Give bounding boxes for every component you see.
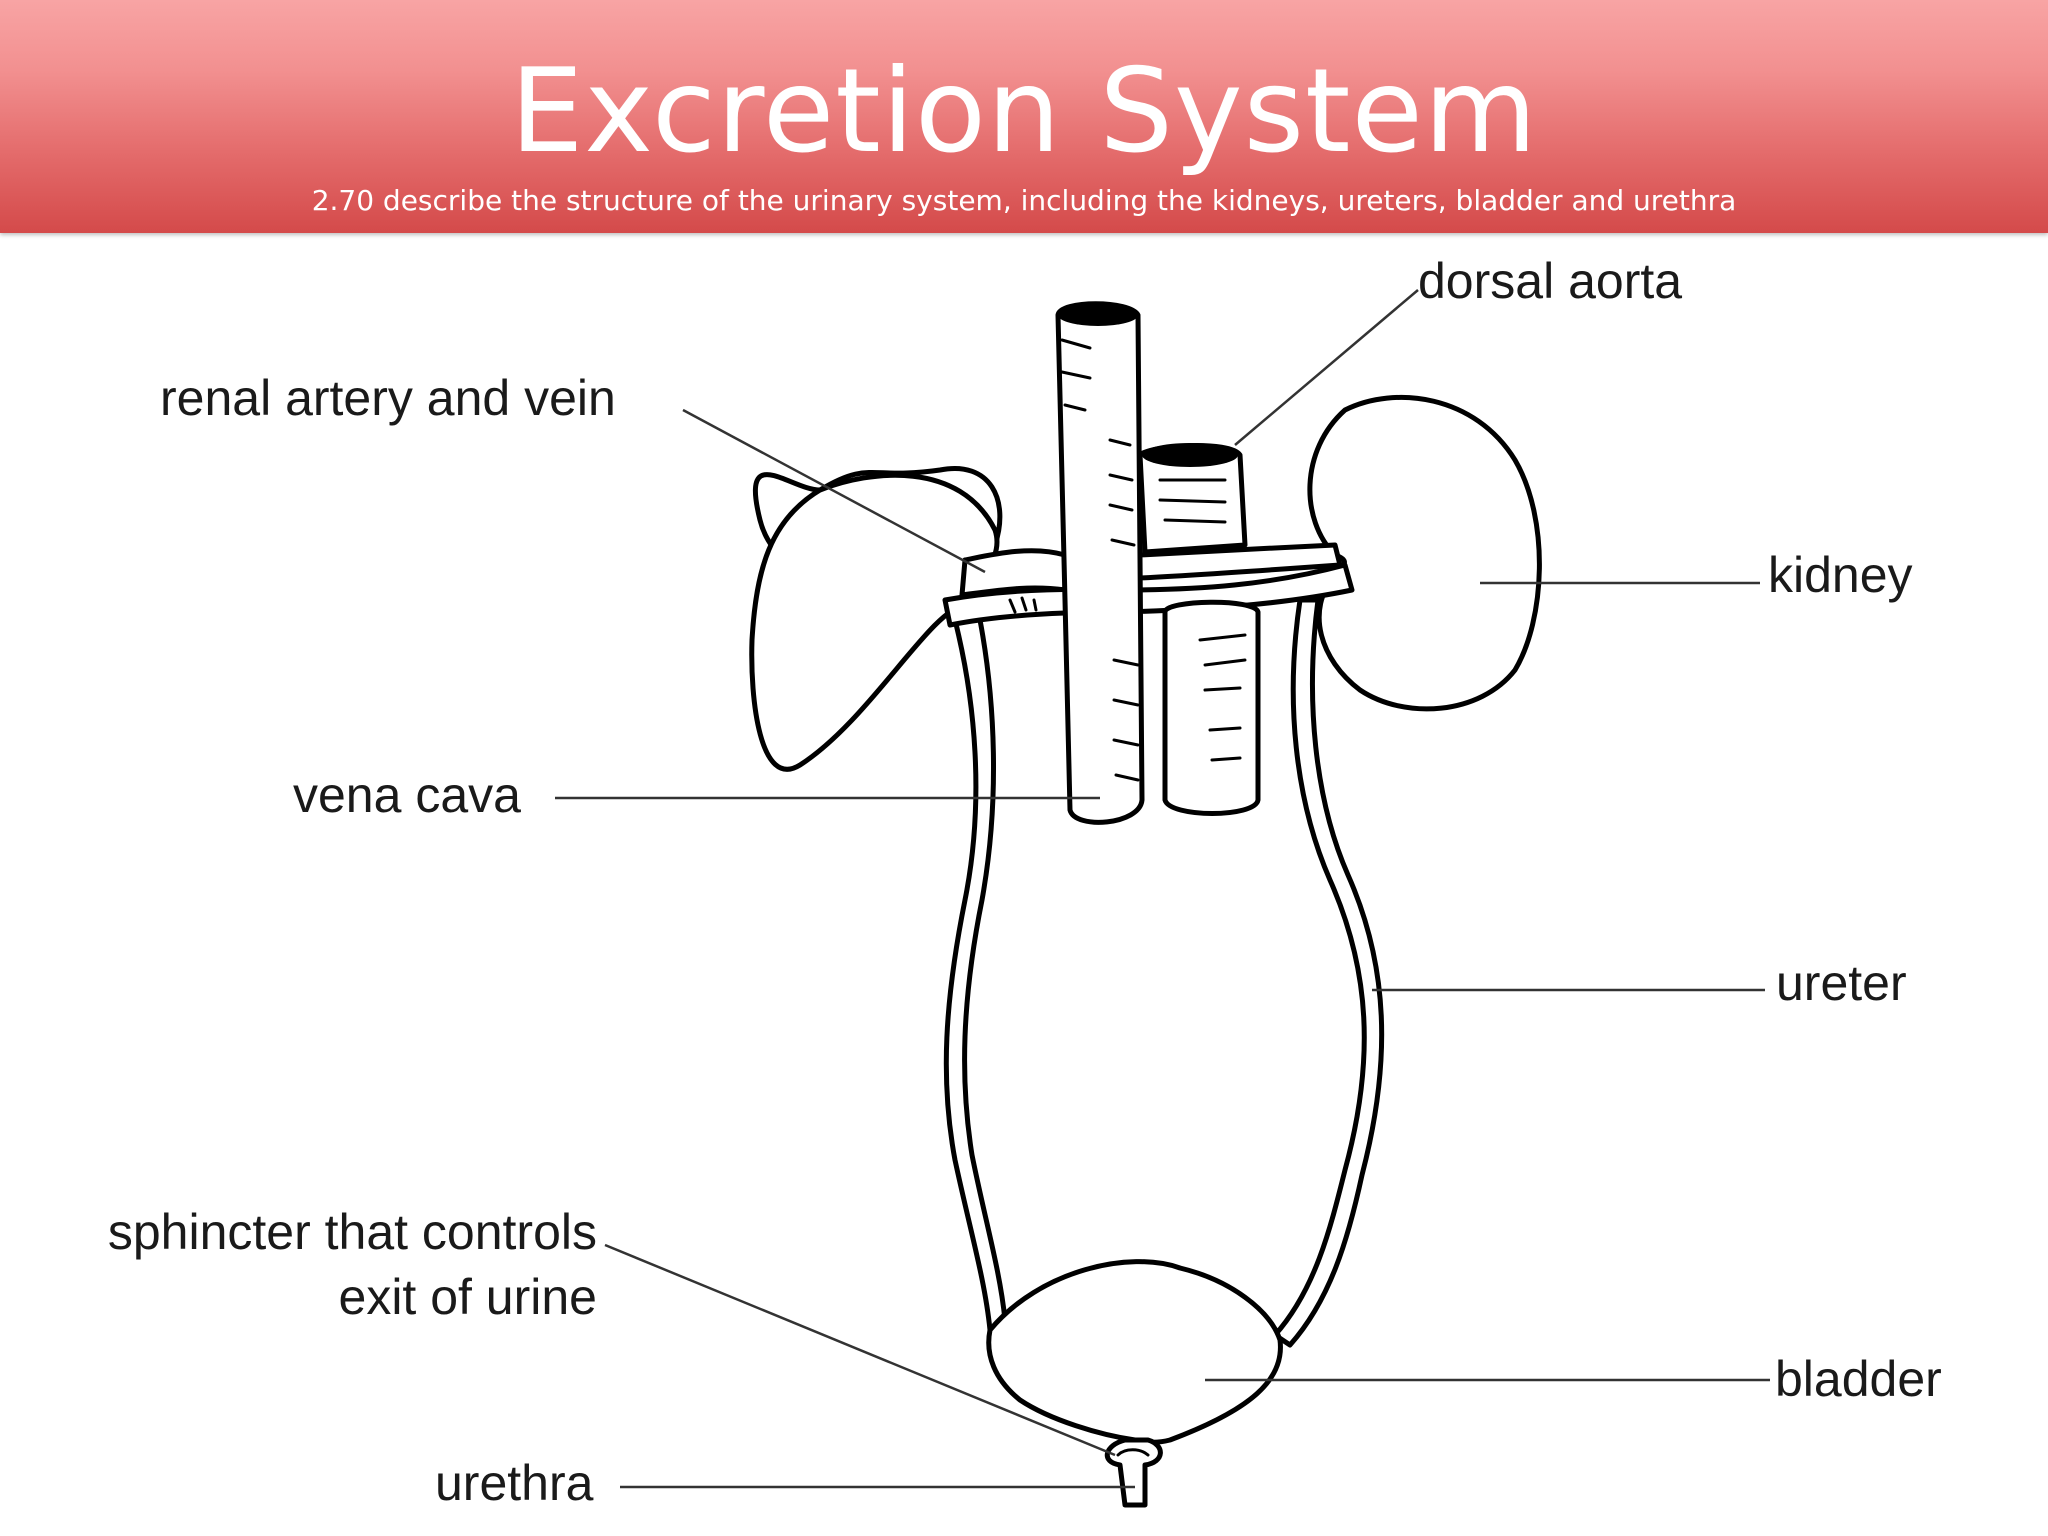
leader-renal-artery-vein bbox=[682, 408, 986, 574]
label-urethra: urethra bbox=[435, 1455, 594, 1511]
label-ureter: ureter bbox=[1776, 955, 1907, 1011]
label-bladder: bladder bbox=[1775, 1351, 1942, 1407]
left-ureter bbox=[943, 617, 1008, 1333]
right-ureter bbox=[1272, 597, 1385, 1348]
urethra bbox=[1105, 1437, 1163, 1508]
leader-dorsal-aorta bbox=[1234, 289, 1419, 446]
label-kidney: kidney bbox=[1768, 547, 1913, 603]
slide-title: Excretion System bbox=[510, 44, 1538, 179]
renal-vessels bbox=[942, 542, 1355, 628]
slide-subtitle: 2.70 describe the structure of the urina… bbox=[311, 184, 1737, 217]
right-kidney bbox=[1307, 394, 1542, 712]
leader-lines bbox=[555, 289, 1770, 1489]
bladder bbox=[986, 1259, 1283, 1445]
left-kidney bbox=[749, 466, 1003, 772]
label-sphincter-line1: sphincter that controls bbox=[108, 1204, 597, 1260]
dorsal-aorta bbox=[1137, 443, 1261, 816]
vena-cava bbox=[1055, 301, 1145, 825]
label-vena-cava: vena cava bbox=[293, 767, 521, 823]
label-dorsal-aorta: dorsal aorta bbox=[1418, 253, 1682, 309]
leader-sphincter bbox=[604, 1243, 1116, 1457]
label-sphincter-line2: exit of urine bbox=[339, 1269, 597, 1325]
label-renal-artery-vein: renal artery and vein bbox=[160, 370, 616, 426]
slide-header: Excretion System 2.70 describe the struc… bbox=[0, 0, 2048, 233]
